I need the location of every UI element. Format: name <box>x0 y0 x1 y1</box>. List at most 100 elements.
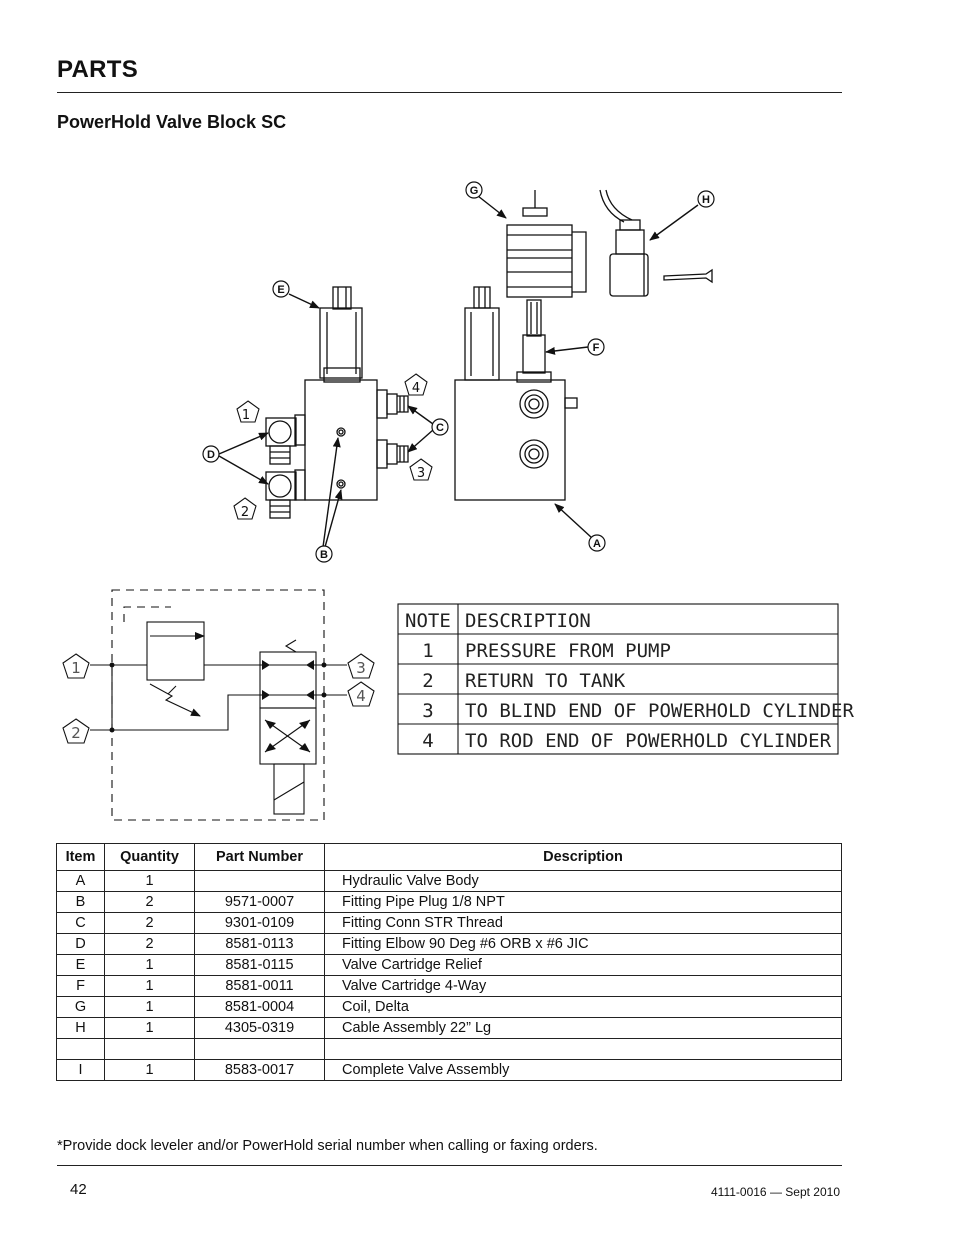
cell-description: Valve Cartridge Relief <box>324 954 842 976</box>
callout-c <box>431 418 449 436</box>
callout-b <box>315 545 333 563</box>
cell-part-number: 8583-0017 <box>194 1059 325 1081</box>
table-row: H 1 4305-0319 Cable Assembly 22” Lg <box>56 1017 842 1039</box>
table-row-empty <box>56 1038 842 1060</box>
callout-g <box>465 181 483 199</box>
callout-f-label: F <box>593 342 600 354</box>
cell-description: Fitting Pipe Plug 1/8 NPT <box>324 891 842 913</box>
cell-quantity <box>104 1038 195 1060</box>
table-row: F 1 8581-0011 Valve Cartridge 4-Way <box>56 975 842 997</box>
cell-description: Valve Cartridge 4-Way <box>324 975 842 997</box>
callout-d-label: D <box>207 449 215 461</box>
notes-header-description: DESCRIPTION <box>465 610 591 632</box>
callout-e <box>272 280 290 298</box>
cell-quantity: 1 <box>104 1059 195 1081</box>
valve-block-drawing: G H E F C D B A 1 2 4 3 <box>62 181 854 821</box>
cell-item: I <box>56 1059 105 1081</box>
cell-description: Fitting Conn STR Thread <box>324 912 842 934</box>
section-title: PowerHold Valve Block SC <box>57 112 287 132</box>
page-title: PARTS <box>57 56 139 83</box>
callout-d <box>202 445 220 463</box>
table-row: C 2 9301-0109 Fitting Conn STR Thread <box>56 912 842 934</box>
port-4-label: 4 <box>412 381 420 396</box>
cell-quantity: 1 <box>104 870 195 892</box>
note-number: 3 <box>422 700 433 722</box>
callout-b-label: B <box>320 549 328 561</box>
cell-item: D <box>56 933 105 955</box>
cell-part-number: 4305-0319 <box>194 1017 325 1039</box>
table-row: G 1 8581-0004 Coil, Delta <box>56 996 842 1018</box>
cell-part-number <box>194 1038 325 1060</box>
cell-part-number: 8581-0113 <box>194 933 325 955</box>
page-number: 42 <box>70 1181 87 1198</box>
cell-description: Hydraulic Valve Body <box>324 870 842 892</box>
callout-a <box>588 534 606 552</box>
cell-item: B <box>56 891 105 913</box>
note-description: TO BLIND END OF POWERHOLD CYLINDER <box>465 700 854 722</box>
table-row: D 2 8581-0113 Fitting Elbow 90 Deg #6 OR… <box>56 933 842 955</box>
cell-item: E <box>56 954 105 976</box>
cell-quantity: 1 <box>104 975 195 997</box>
schematic-port-1: 1 <box>71 659 81 677</box>
cell-description: Complete Valve Assembly <box>324 1059 842 1081</box>
hydraulic-schematic <box>90 589 347 821</box>
port-2-label: 2 <box>241 505 249 520</box>
cell-item: H <box>56 1017 105 1039</box>
relief-cartridge <box>319 307 363 379</box>
cell-item: G <box>56 996 105 1018</box>
cell-item: A <box>56 870 105 892</box>
table-row: I 1 8583-0017 Complete Valve Assembly <box>56 1059 842 1081</box>
col-description: Description <box>324 843 842 871</box>
coil-drawing <box>506 224 573 298</box>
col-quantity: Quantity <box>104 843 195 871</box>
col-item: Item <box>56 843 105 871</box>
callout-h-label: H <box>702 194 710 206</box>
note-description: RETURN TO TANK <box>465 670 626 692</box>
notes-header-note: NOTE <box>405 610 451 632</box>
cell-part-number: 8581-0011 <box>194 975 325 997</box>
cell-part-number: 8581-0004 <box>194 996 325 1018</box>
note-description: TO ROD END OF POWERHOLD CYLINDER <box>465 730 832 752</box>
footnote: *Provide dock leveler and/or PowerHold s… <box>57 1138 598 1154</box>
table-row: A 1 Hydraulic Valve Body <box>56 870 842 892</box>
cell-quantity: 1 <box>104 1017 195 1039</box>
cell-item: C <box>56 912 105 934</box>
callout-e-label: E <box>277 284 284 296</box>
note-number: 4 <box>422 730 433 752</box>
header-rule <box>57 92 842 93</box>
cell-part-number: 9301-0109 <box>194 912 325 934</box>
note-number: 1 <box>422 640 433 662</box>
footer-rule <box>57 1165 842 1166</box>
callout-a-label: A <box>593 538 601 550</box>
schematic-port-4: 4 <box>356 687 366 705</box>
cell-description: Fitting Elbow 90 Deg #6 ORB x #6 JIC <box>324 933 842 955</box>
note-number: 2 <box>422 670 433 692</box>
cell-part-number: 9571-0007 <box>194 891 325 913</box>
callout-g-label: G <box>470 185 479 197</box>
valve-body-front <box>454 379 566 501</box>
cell-quantity: 2 <box>104 891 195 913</box>
cell-part-number <box>194 870 325 892</box>
schematic-port-2: 2 <box>71 724 81 742</box>
callout-c-label: C <box>436 422 444 434</box>
cell-item: F <box>56 975 105 997</box>
cell-description: Coil, Delta <box>324 996 842 1018</box>
cell-description: Cable Assembly 22” Lg <box>324 1017 842 1039</box>
parts-header-row: Item Quantity Part Number Description <box>56 843 842 871</box>
cell-quantity: 2 <box>104 933 195 955</box>
cell-item <box>56 1038 105 1060</box>
port-3-label: 3 <box>417 466 425 481</box>
document-id: 4111-0016 — Sept 2010 <box>711 1185 840 1199</box>
table-row: E 1 8581-0115 Valve Cartridge Relief <box>56 954 842 976</box>
port-1-label: 1 <box>242 408 250 423</box>
parts-table: Item Quantity Part Number Description A … <box>56 843 842 1081</box>
cell-quantity: 2 <box>104 912 195 934</box>
col-part-number: Part Number <box>194 843 325 871</box>
cell-quantity: 1 <box>104 954 195 976</box>
table-row: B 2 9571-0007 Fitting Pipe Plug 1/8 NPT <box>56 891 842 913</box>
callout-f <box>587 338 605 356</box>
cell-part-number: 8581-0115 <box>194 954 325 976</box>
cell-description <box>324 1038 842 1060</box>
cell-quantity: 1 <box>104 996 195 1018</box>
schematic-port-3: 3 <box>356 659 366 677</box>
